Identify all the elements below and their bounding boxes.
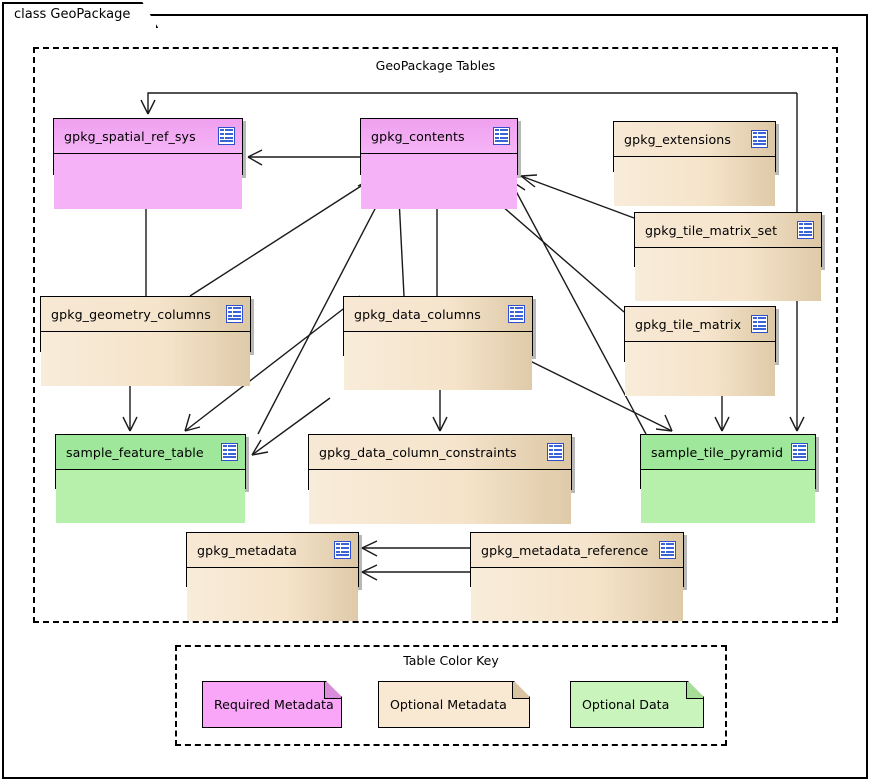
- table-body: [635, 248, 821, 301]
- table-body: [41, 332, 250, 386]
- table-header: gpkg_tile_matrix: [625, 307, 775, 342]
- legend-item-optional-metadata: Optional Metadata: [378, 681, 530, 728]
- table-icon: [221, 443, 238, 461]
- table-header: gpkg_spatial_ref_sys: [54, 119, 242, 154]
- table-sample_tile_pyramid[interactable]: sample_tile_pyramid: [640, 434, 816, 523]
- table-body: [471, 568, 683, 621]
- table-name: gpkg_spatial_ref_sys: [64, 128, 196, 144]
- table-gpkg_spatial_ref_sys[interactable]: gpkg_spatial_ref_sys: [53, 118, 243, 209]
- table-gpkg_extensions[interactable]: gpkg_extensions: [613, 121, 776, 206]
- table-icon: [508, 305, 525, 323]
- legend-item-required-metadata: Required Metadata: [202, 681, 342, 728]
- table-gpkg_tile_matrix_set[interactable]: gpkg_tile_matrix_set: [634, 212, 822, 301]
- table-name: sample_feature_table: [66, 444, 204, 460]
- table-gpkg_contents[interactable]: gpkg_contents: [360, 118, 518, 209]
- table-body: [54, 154, 242, 209]
- table-gpkg_tile_matrix[interactable]: gpkg_tile_matrix: [624, 306, 776, 396]
- table-header: sample_tile_pyramid: [641, 435, 815, 470]
- table-gpkg_metadata[interactable]: gpkg_metadata: [186, 532, 359, 621]
- table-header: gpkg_data_columns: [344, 297, 532, 332]
- table-body: [641, 470, 815, 523]
- table-header: sample_feature_table: [56, 435, 245, 470]
- table-body: [361, 154, 517, 209]
- table-header: gpkg_tile_matrix_set: [635, 213, 821, 248]
- table-header: gpkg_geometry_columns: [41, 297, 250, 332]
- table-body: [344, 332, 532, 390]
- table-name: gpkg_data_columns: [354, 306, 481, 322]
- table-body: [309, 470, 571, 524]
- table-icon: [226, 305, 243, 323]
- table-body: [614, 157, 775, 206]
- table-gpkg_data_columns[interactable]: gpkg_data_columns: [343, 296, 533, 390]
- table-body: [625, 342, 775, 396]
- diagram-title-tab: class GeoPackage: [2, 2, 158, 28]
- group-table-color-key: [175, 645, 727, 746]
- table-name: gpkg_metadata: [197, 542, 297, 558]
- table-header: gpkg_extensions: [614, 122, 775, 157]
- table-name: gpkg_extensions: [624, 131, 732, 147]
- table-name: sample_tile_pyramid: [651, 444, 784, 460]
- table-gpkg_metadata_reference[interactable]: gpkg_metadata_reference: [470, 532, 684, 621]
- table-gpkg_geometry_columns[interactable]: gpkg_geometry_columns: [40, 296, 251, 386]
- table-icon: [791, 443, 808, 461]
- group-geopackage-tables: [33, 47, 838, 623]
- table-body: [187, 568, 358, 621]
- table-header: gpkg_data_column_constraints: [309, 435, 571, 470]
- table-body: [56, 470, 245, 523]
- table-icon: [751, 315, 768, 333]
- table-header: gpkg_contents: [361, 119, 517, 154]
- legend-item-label: Required Metadata: [214, 697, 334, 712]
- table-name: gpkg_tile_matrix: [635, 316, 742, 332]
- group-geopackage-tables-title: GeoPackage Tables: [375, 58, 496, 73]
- table-icon: [659, 541, 676, 559]
- table-header: gpkg_metadata_reference: [471, 533, 683, 568]
- table-name: gpkg_tile_matrix_set: [645, 222, 778, 238]
- table-name: gpkg_data_column_constraints: [319, 444, 517, 460]
- table-name: gpkg_metadata_reference: [481, 542, 649, 558]
- table-icon: [547, 443, 564, 461]
- table-icon: [218, 127, 235, 145]
- table-name: gpkg_contents: [371, 128, 465, 144]
- legend-item-label: Optional Metadata: [390, 697, 507, 712]
- table-icon: [334, 541, 351, 559]
- diagram-title: class GeoPackage: [14, 7, 131, 22]
- table-icon: [751, 130, 768, 148]
- group-table-color-key-title: Table Color Key: [403, 653, 499, 668]
- table-gpkg_data_column_constraints[interactable]: gpkg_data_column_constraints: [308, 434, 572, 524]
- table-icon: [797, 221, 814, 239]
- table-name: gpkg_geometry_columns: [51, 306, 211, 322]
- table-header: gpkg_metadata: [187, 533, 358, 568]
- table-sample_feature_table[interactable]: sample_feature_table: [55, 434, 246, 523]
- legend-item-label: Optional Data: [582, 697, 670, 712]
- table-icon: [493, 127, 510, 145]
- legend-item-optional-data: Optional Data: [570, 681, 704, 728]
